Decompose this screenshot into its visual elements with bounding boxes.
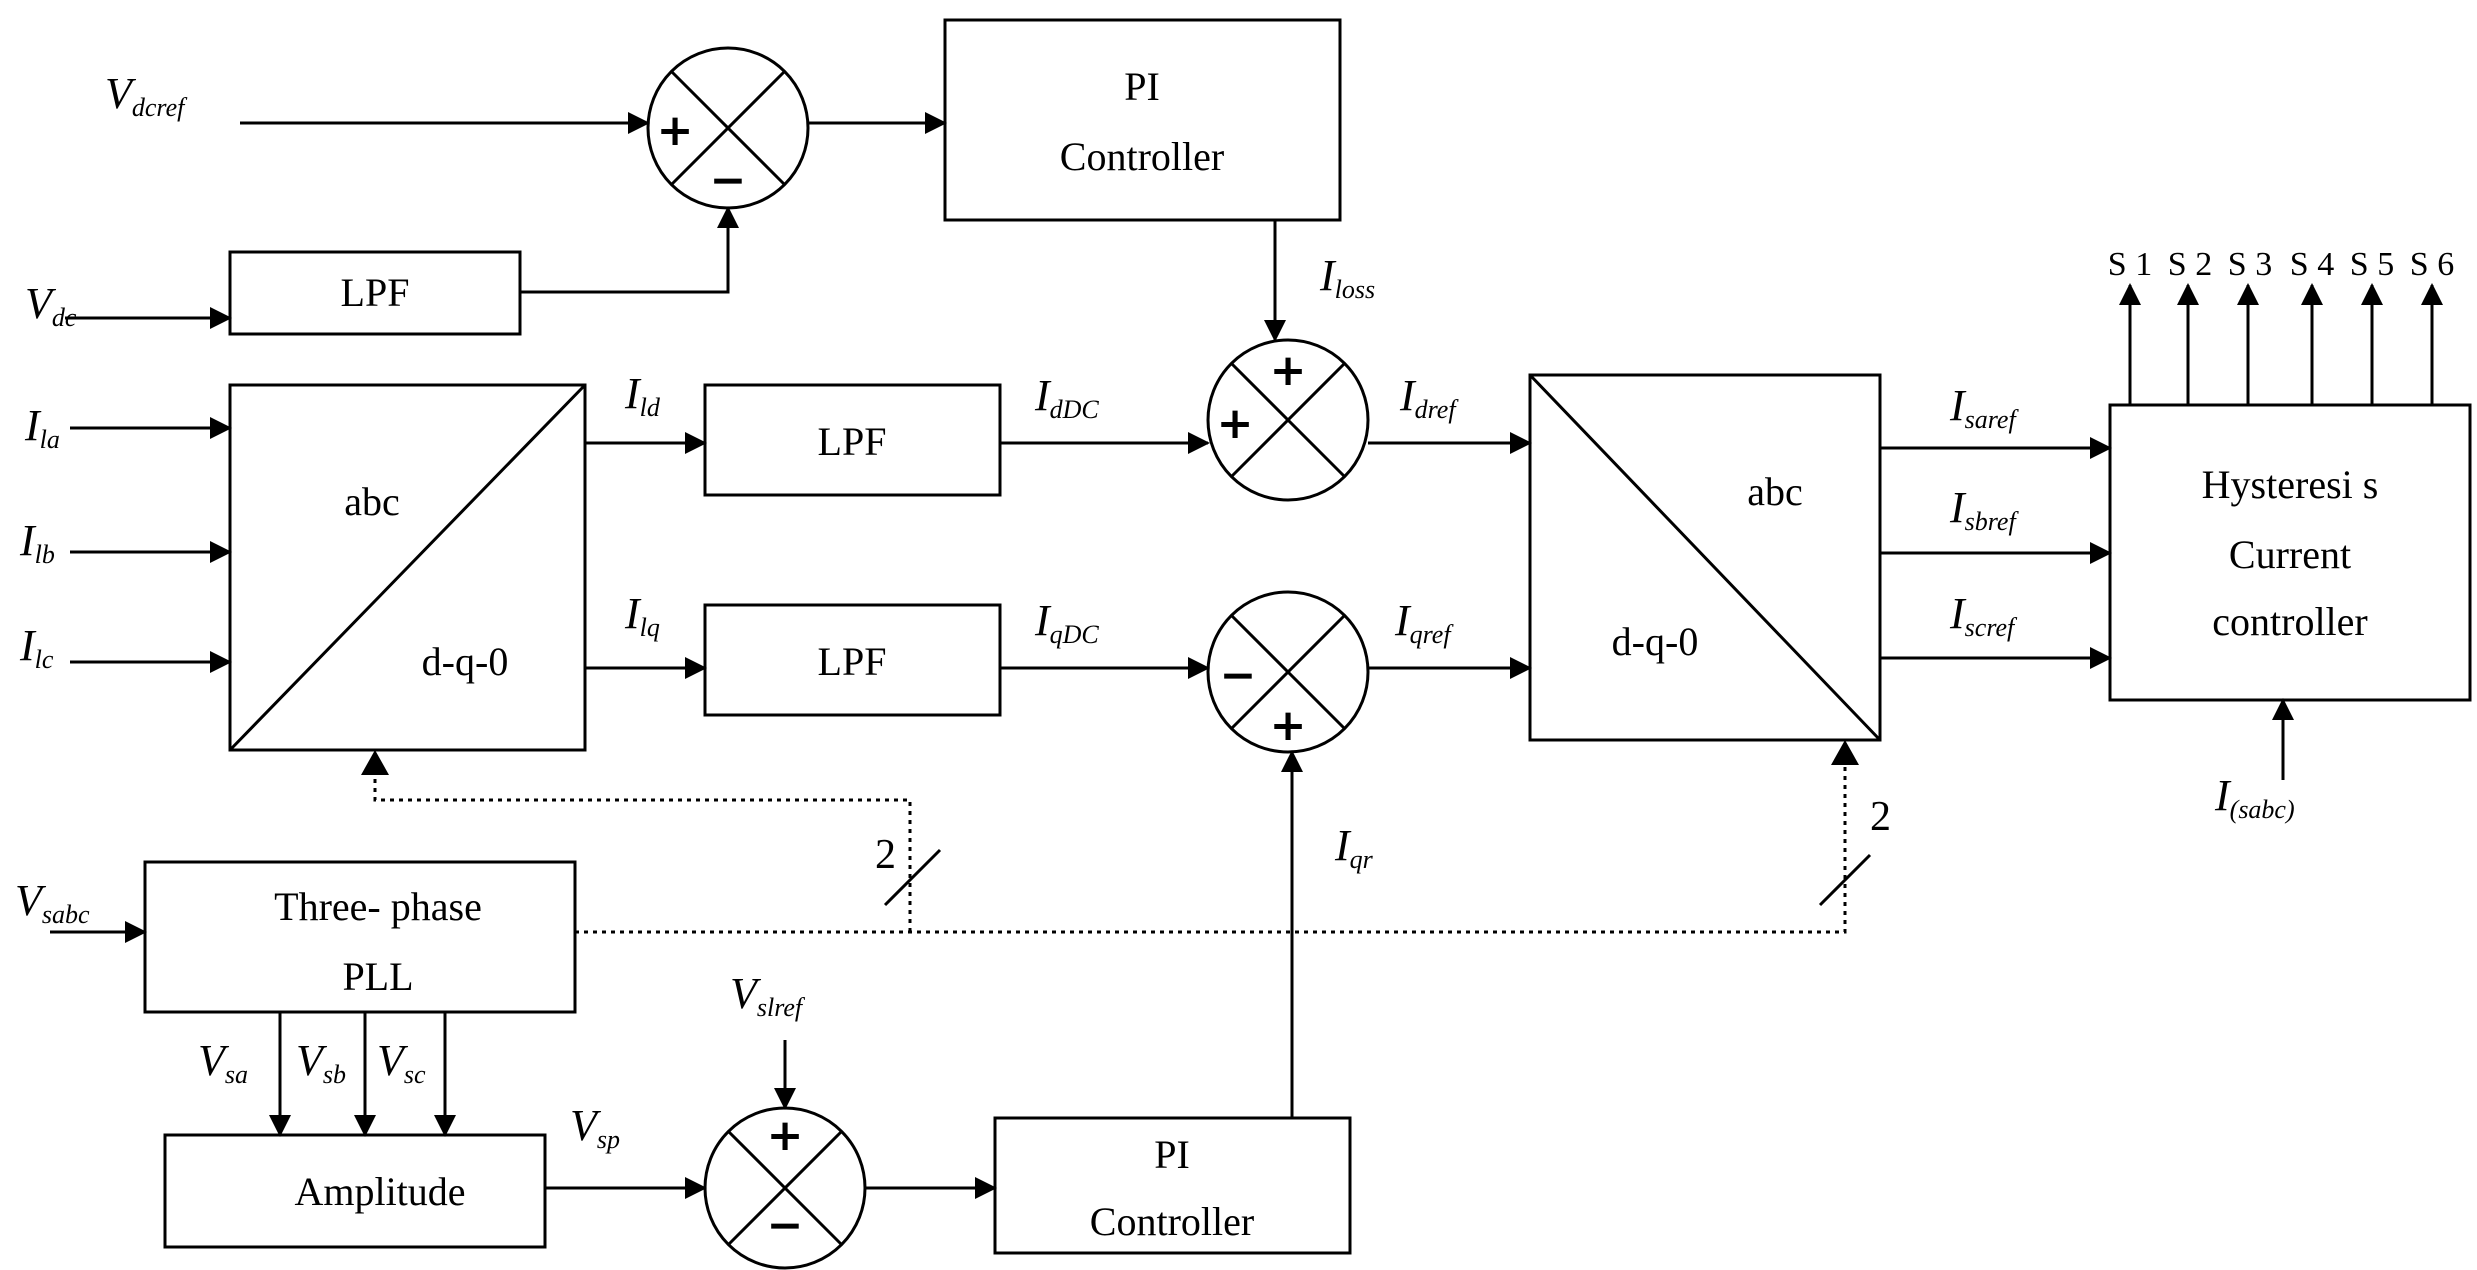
- hysteresis-line1: Hysteresi s: [2202, 462, 2379, 507]
- lpf-id-block: LPF: [703, 383, 1002, 497]
- hysteresis-current-controller: Hysteresi s Current controller: [2108, 403, 2472, 702]
- label-ild: Ild: [624, 369, 661, 422]
- sum-junction-vdc: + −: [646, 46, 810, 210]
- dq0-to-abc-block: abc d-q-0: [1528, 373, 1882, 742]
- pi-bottom-line2: Controller: [1090, 1199, 1254, 1244]
- lpf-vdc-label: LPF: [341, 270, 410, 315]
- pi-controller-top: PI Controller: [943, 18, 1342, 222]
- signal-labels: Vdcref Vdc Ila Ilb Ilc Ild Ilq IdDC IqDC…: [15, 69, 2295, 1154]
- label-iqr: Iqr: [1334, 821, 1374, 874]
- pi-bottom-line1: PI: [1154, 1132, 1190, 1177]
- label-ila: Ila: [24, 401, 60, 454]
- label-isbref: Isbref: [1949, 483, 2019, 536]
- label-ilc: Ilc: [19, 621, 54, 674]
- sum-junction-iq: − +: [1206, 590, 1370, 754]
- bus-width-right: 2: [1870, 794, 1891, 840]
- sum-iq-minus: −: [1220, 650, 1257, 701]
- label-iddc: IdDC: [1034, 371, 1099, 424]
- label-ilb: Ilb: [19, 516, 55, 569]
- lpf-id-label: LPF: [818, 419, 887, 464]
- pll-line2: PLL: [342, 954, 413, 999]
- abc-to-dq0-block: abc d-q-0: [228, 383, 587, 752]
- switch-s4-label: S 4: [2290, 246, 2334, 283]
- sum-id-plus-top: +: [1270, 345, 1307, 396]
- label-isaref: Isaref: [1949, 381, 2019, 434]
- label-vdc: Vdc: [25, 279, 77, 332]
- amplitude-label: Amplitude: [294, 1169, 465, 1214]
- pi-controller-bottom: PI Controller: [993, 1116, 1352, 1255]
- switch-s1-label: S 1: [2108, 246, 2152, 283]
- switch-s3-label: S 3: [2228, 246, 2272, 283]
- label-iqdc: IqDC: [1034, 596, 1099, 649]
- abc-dq0-bottom-label: d-q-0: [422, 639, 509, 684]
- label-iqref: Iqref: [1394, 596, 1454, 649]
- sum-vsp-minus: −: [767, 1200, 804, 1251]
- three-phase-pll-block: Three- phase PLL: [143, 860, 577, 1014]
- pi-top-line2: Controller: [1060, 134, 1224, 179]
- label-vsa: Vsa: [198, 1036, 248, 1089]
- theta-bus-dotted: 2 2: [361, 740, 1891, 934]
- dq0-abc-top-label: abc: [1747, 469, 1803, 514]
- label-vslref: Vslref: [730, 969, 806, 1022]
- hysteresis-line2: Current: [2229, 532, 2351, 577]
- sum-vdc-minus: −: [710, 155, 747, 206]
- sum-junction-id: + +: [1206, 338, 1370, 502]
- switch-s6-label: S 6: [2410, 246, 2454, 283]
- switch-s5-label: S 5: [2350, 246, 2394, 283]
- label-isabc: I(sabc): [2214, 771, 2295, 824]
- abc-dq0-top-label: abc: [344, 479, 400, 524]
- lpf-iq-label: LPF: [818, 639, 887, 684]
- label-idref: Idref: [1399, 371, 1459, 424]
- label-iscref: Iscref: [1949, 589, 2018, 642]
- sum-junction-vsp: + −: [703, 1106, 867, 1270]
- sum-id-plus-left: +: [1217, 398, 1254, 449]
- sum-vsp-plus: +: [767, 1110, 804, 1161]
- hysteresis-line3: controller: [2212, 599, 2368, 644]
- connections: [50, 112, 2443, 1199]
- lpf-iq-block: LPF: [703, 603, 1002, 717]
- label-vsb: Vsb: [296, 1036, 346, 1089]
- pi-top-line1: PI: [1124, 64, 1160, 109]
- bus-width-left: 2: [875, 832, 896, 878]
- lpf-vdc-block: LPF: [228, 250, 522, 336]
- amplitude-block: Amplitude: [163, 1133, 547, 1249]
- switch-labels: S 1 S 2 S 3 S 4 S 5 S 6: [2108, 246, 2454, 283]
- label-vdcref: Vdcref: [105, 69, 188, 122]
- label-iloss: Iloss: [1319, 251, 1375, 304]
- label-vsp: Vsp: [570, 1101, 620, 1154]
- pll-line1: Three- phase: [274, 884, 482, 929]
- switch-s2-label: S 2: [2168, 246, 2212, 283]
- label-vsc: Vsc: [377, 1036, 426, 1089]
- label-ilq: Ilq: [624, 589, 660, 642]
- sum-vdc-plus: +: [657, 105, 694, 156]
- sum-iq-plus: +: [1270, 700, 1307, 751]
- dq0-abc-bottom-label: d-q-0: [1612, 619, 1699, 664]
- label-vsabc: Vsabc: [15, 876, 90, 929]
